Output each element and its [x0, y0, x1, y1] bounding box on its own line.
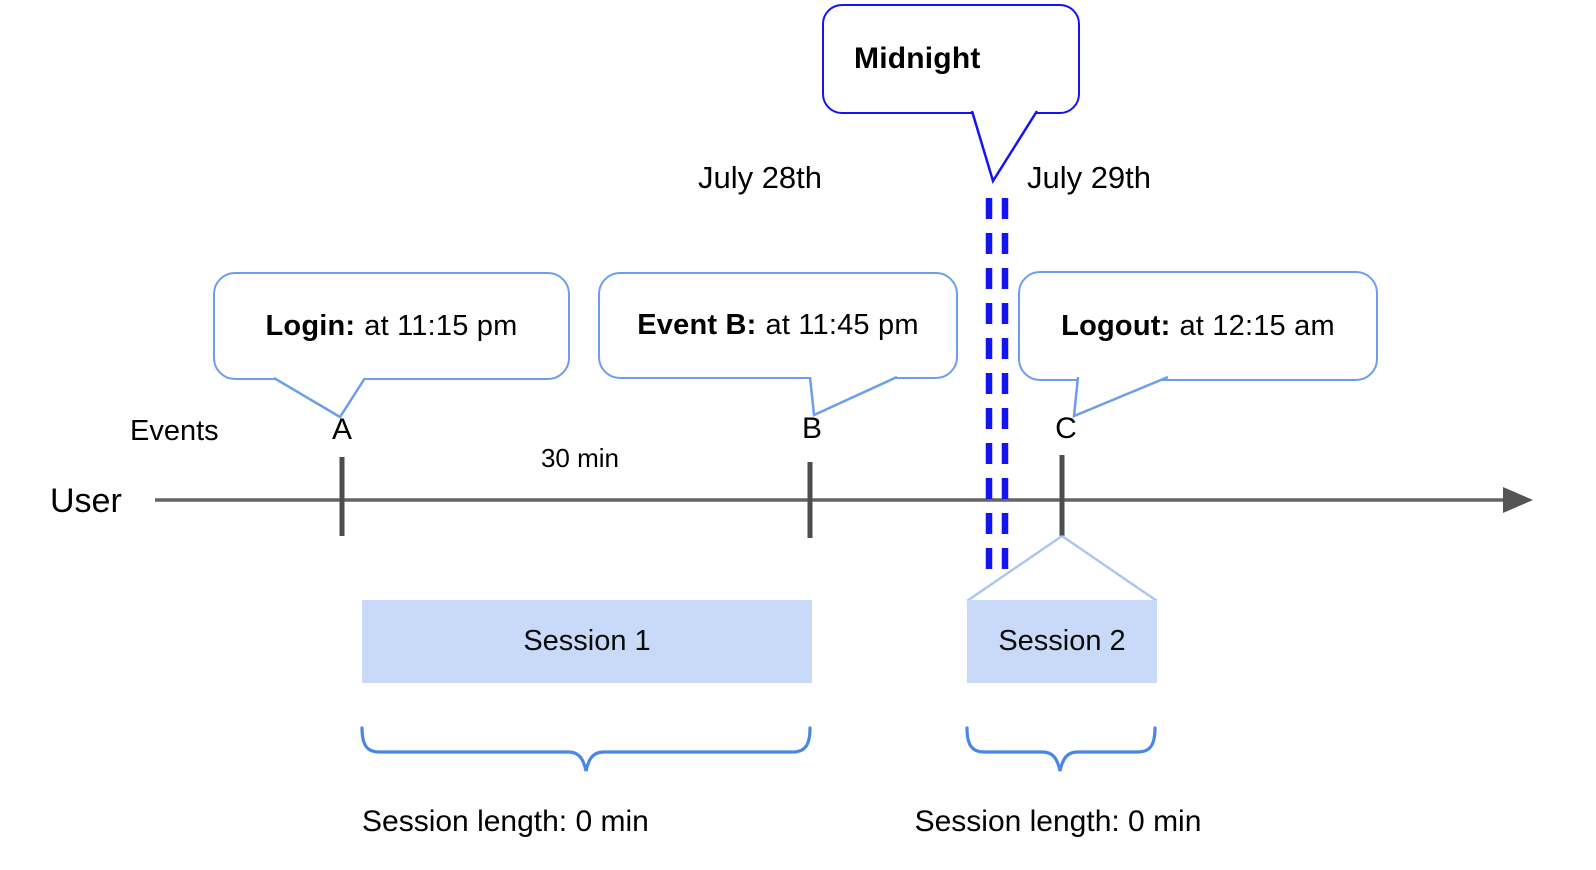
- date-label-july-28: July 28th: [697, 160, 823, 195]
- logout-callout-title: Logout:: [1061, 309, 1171, 342]
- session2-flare-right: [1061, 534, 1158, 603]
- session-1-length-label: Session length: 0 min: [362, 805, 649, 838]
- interval-30min-label: 30 min: [540, 443, 620, 473]
- event-letter-b: B: [801, 412, 822, 445]
- session2-flare-left: [966, 534, 1063, 603]
- date-label-july-29: July 29th: [1026, 160, 1152, 195]
- timeline-arrowhead-icon: [1503, 487, 1533, 513]
- midnight-callout-text: Midnight: [854, 42, 981, 75]
- user-axis-label: User: [50, 482, 122, 520]
- session2-length-brace: [965, 726, 1157, 772]
- event-b-callout-bubble: Event B: at 11:45 pm: [598, 272, 958, 379]
- event-letter-a: A: [331, 413, 352, 446]
- events-axis-label: Events: [130, 415, 219, 447]
- event-b-callout-title: Event B:: [637, 309, 757, 341]
- login-callout-title: Login:: [265, 309, 356, 342]
- logout-callout-time: at 12:15 am: [1179, 309, 1335, 342]
- event-letter-c: C: [1055, 412, 1077, 445]
- session1-length-brace: [360, 726, 812, 772]
- session-2-length-label: Session length: 0 min: [914, 805, 1202, 838]
- event-b-callout-time: at 11:45 pm: [765, 309, 919, 341]
- session-2-bar: Session 2: [967, 600, 1157, 683]
- logout-bubble-tail: [1072, 375, 1169, 418]
- login-callout-bubble: Login: at 11:15 pm: [213, 272, 570, 380]
- login-bubble-tail: [273, 376, 367, 419]
- session-1-bar-label: Session 1: [523, 625, 651, 657]
- session-2-bar-label: Session 2: [998, 625, 1126, 657]
- login-callout-time: at 11:15 pm: [364, 309, 518, 342]
- logout-callout-bubble: Logout: at 12:15 am: [1018, 271, 1378, 381]
- session-1-bar: Session 1: [362, 600, 812, 683]
- event-b-bubble-tail: [808, 375, 898, 417]
- midnight-callout-bubble: Midnight: [822, 4, 1080, 114]
